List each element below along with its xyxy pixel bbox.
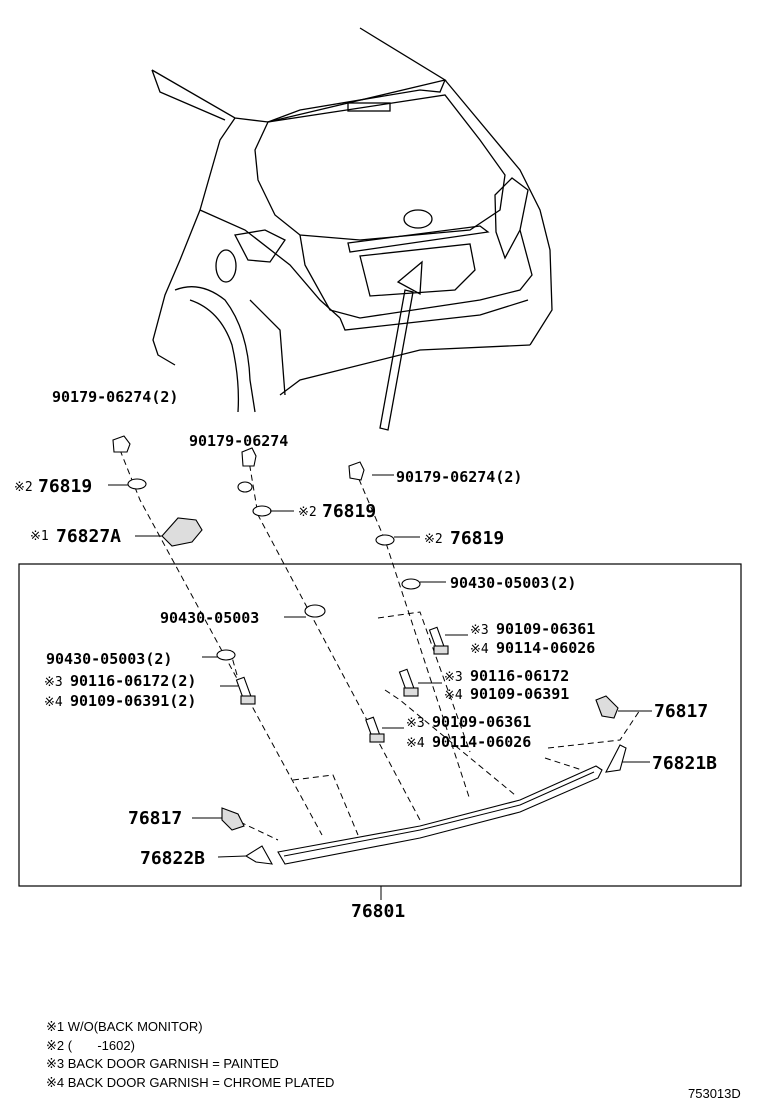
label-bolt-right-top: 90179-06274(2) [396,468,522,486]
note-1: ※1 W/O(BACK MONITOR) [46,1019,203,1034]
label-screw-right-a: 90109-06361 [496,620,595,638]
leader-lines [108,474,652,900]
svg-text:※3: ※3 [470,623,489,638]
label-nut-mid: 90430-05003 [160,609,259,627]
label-clip-right: 76817 [654,701,708,722]
washer-part-left [127,478,147,490]
label-screw-right2-b: 90109-06391 [470,685,569,703]
note-3: ※3 BACK DOOR GARNISH = PAINTED [46,1056,279,1071]
svg-text:※4: ※4 [444,688,463,703]
svg-text:※4: ※4 [44,695,63,710]
label-bolt-mid-top: 90179-06274 [189,432,288,450]
washer-part-left-2 [237,481,253,493]
assembly-frame [18,563,742,887]
clip-part-left-top [112,435,131,453]
clip-part-76817-right [595,695,619,719]
label-screw-right-b: 90114-06026 [496,639,595,657]
clip-part-mid-top [241,447,257,467]
label-cover-76827a: 76827A [56,526,121,547]
diagram-code: 753013D [688,1086,741,1101]
svg-text:※3: ※3 [406,716,425,731]
label-washer-right: 76819 [450,528,504,549]
end-cap-76822b [244,845,274,865]
svg-text:※2: ※2 [424,532,443,547]
svg-text:※4: ※4 [470,642,489,657]
label-screw-right2-a: 90116-06172 [470,667,569,685]
nut-part-right [401,578,421,590]
part-labels: 90179-06274(2) 90179-06274 90179-06274(2… [14,388,717,922]
svg-text:※1: ※1 [30,529,49,544]
label-washer-mid: 76819 [322,501,376,522]
nut-part-left [216,649,236,661]
label-bolt-left-top: 90179-06274(2) [52,388,178,406]
parts [112,435,627,865]
label-nut-left: 90430-05003(2) [46,650,172,668]
cover-part-76827a [161,517,203,547]
screw-part-mid [365,716,385,743]
washer-part-mid [252,505,272,517]
svg-text:※2: ※2 [298,505,317,520]
label-clip-left: 76817 [128,808,182,829]
label-end-left: 76822B [140,848,205,869]
label-screw-left-a: 90116-06172(2) [70,672,196,690]
note-4: ※4 BACK DOOR GARNISH = CHROME PLATED [46,1074,335,1090]
end-cap-76821b [605,744,627,773]
car-illustration [151,27,553,431]
clip-part-76817-left [221,807,245,831]
note-2: ※2 ( -1602) [46,1037,135,1053]
footnotes: ※1 W/O(BACK MONITOR) ※2 ( -1602) ※3 BACK… [46,1018,334,1092]
label-end-right: 76821B [652,753,717,774]
label-screw-left-b: 90109-06391(2) [70,692,196,710]
washer-part-right [375,534,395,546]
nut-part-mid [304,604,326,618]
label-screw-mid-b: 90114-06026 [432,733,531,751]
label-washer-left: 76819 [38,476,92,497]
svg-text:※2: ※2 [14,480,33,495]
label-nut-right: 90430-05003(2) [450,574,576,592]
svg-text:※3: ※3 [44,675,63,690]
screw-part-left [235,676,256,705]
screw-part-right-2 [398,668,419,697]
label-screw-mid-a: 90109-06361 [432,713,531,731]
garnish-part-76801 [277,765,603,865]
label-assembly: 76801 [351,901,405,922]
clip-part-right-top [348,461,365,481]
screw-part-right [428,626,449,655]
svg-text:※4: ※4 [406,736,425,751]
svg-text:※3: ※3 [444,670,463,685]
